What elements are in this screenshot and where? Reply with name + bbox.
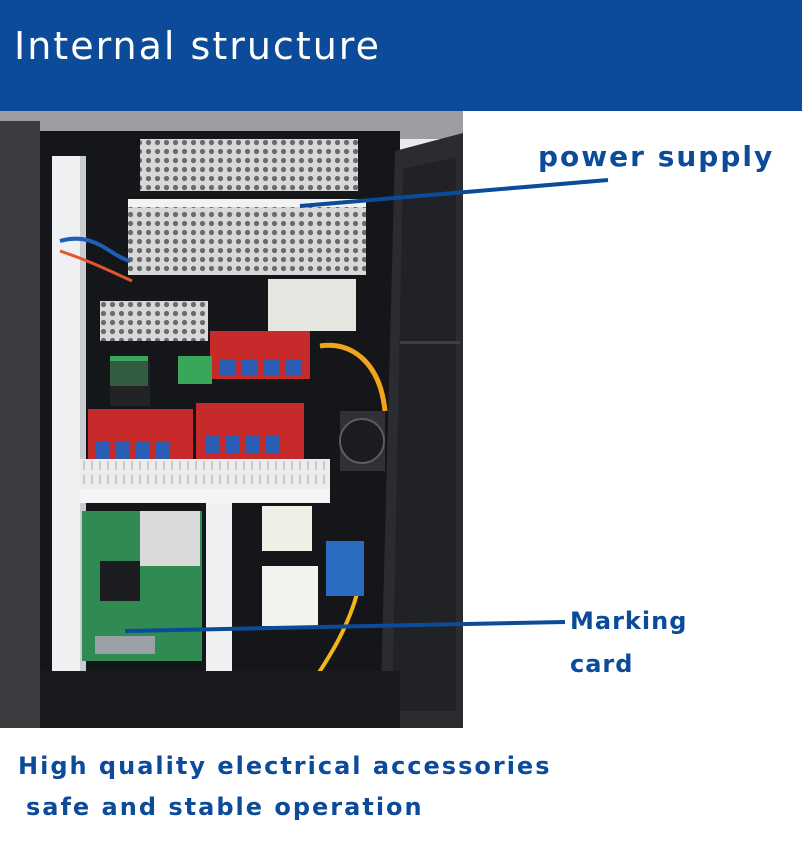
power-supply-leader-line xyxy=(299,178,609,208)
marking-card-label-line1: Marking xyxy=(570,607,688,635)
marking-card-label-line2: card xyxy=(570,650,634,678)
cabinet-photo xyxy=(0,111,463,728)
page-title: Internal structure xyxy=(14,24,381,68)
power-supply-label: power supply xyxy=(538,140,775,173)
header-banner: Internal structure xyxy=(0,0,802,111)
caption-line-2: safe and stable operation xyxy=(26,793,424,821)
marking-card-leader-line xyxy=(124,620,566,633)
caption-line-1: High quality electrical accessories xyxy=(18,752,552,780)
